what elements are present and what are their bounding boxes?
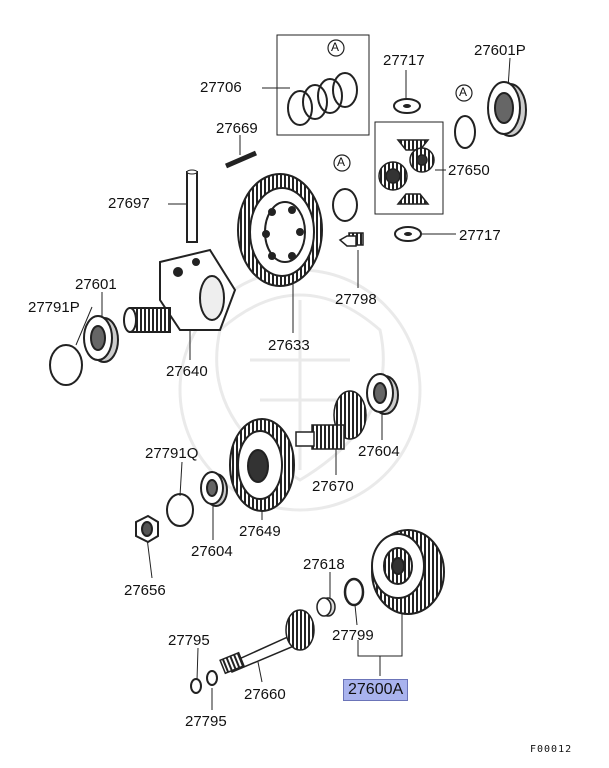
figure-code: F00012: [530, 744, 573, 755]
spacer-ring-part: [332, 188, 358, 222]
ring-gear-part: [237, 173, 323, 287]
bearing-part: [366, 373, 399, 415]
pin-part: [225, 150, 257, 169]
part-label-27649[interactable]: 27649: [239, 523, 281, 540]
part-label-27795[interactable]: 27795: [185, 713, 227, 730]
part-label-27717[interactable]: 27717: [459, 227, 501, 244]
driven-gear-part: [229, 418, 295, 512]
part-label-27697[interactable]: 27697: [108, 195, 150, 212]
bearing-part: [487, 81, 527, 137]
bearing-part: [200, 471, 228, 507]
part-label-27650[interactable]: 27650: [448, 162, 490, 179]
collar-part: [316, 597, 336, 617]
part-label-27706[interactable]: 27706: [200, 79, 242, 96]
drive-pinion-part: [295, 390, 367, 450]
ref-mark-a: [333, 154, 351, 172]
spacer-ring-part: [454, 115, 476, 149]
part-label-27795[interactable]: 27795: [168, 632, 210, 649]
part-label-27618[interactable]: 27618: [303, 556, 345, 573]
ref-mark-a-label: A: [331, 40, 340, 54]
part-label-27791p[interactable]: 27791P: [28, 299, 80, 316]
ref-mark-a: [327, 39, 345, 57]
part-label-27601[interactable]: 27601: [75, 276, 117, 293]
ref-mark-a-label: A: [459, 85, 468, 99]
part-label-27717[interactable]: 27717: [383, 52, 425, 69]
part-label-27798[interactable]: 27798: [335, 291, 377, 308]
part-label-27601p[interactable]: 27601P: [474, 42, 526, 59]
part-label-27640[interactable]: 27640: [166, 363, 208, 380]
shim-set-box: [276, 34, 370, 136]
pinion-shaft-part: [186, 169, 198, 243]
snap-ring-part: [343, 577, 365, 607]
ref-mark-a: [455, 84, 473, 102]
transfer-gear-assembly-part: [371, 529, 445, 615]
output-shaft-part: [219, 609, 315, 675]
part-label-27604[interactable]: 27604: [358, 443, 400, 460]
part-label-27791q[interactable]: 27791Q: [145, 445, 199, 462]
reference-marks: [327, 39, 473, 172]
circlip-part: [190, 678, 202, 694]
part-label-27600a-highlighted[interactable]: 27600A: [343, 679, 409, 701]
shim-part: [166, 493, 194, 527]
part-label-27660[interactable]: 27660: [244, 686, 286, 703]
part-label-27604[interactable]: 27604: [191, 543, 233, 560]
ref-mark-a-label: A: [337, 155, 346, 169]
lock-nut-part: [135, 514, 159, 544]
part-label-27656[interactable]: 27656: [124, 582, 166, 599]
bolt-part: [338, 232, 364, 247]
part-label-27633[interactable]: 27633: [268, 337, 310, 354]
circlip-part: [206, 670, 218, 686]
part-label-27799[interactable]: 27799: [332, 627, 374, 644]
differential-case-part: [123, 248, 237, 333]
part-label-27669[interactable]: 27669: [216, 120, 258, 137]
shim-stack-part: [287, 72, 358, 126]
pinion-set-box: [374, 121, 444, 215]
part-label-27670[interactable]: 27670: [312, 478, 354, 495]
bearing-part: [83, 315, 119, 363]
pinion-gears-part: [378, 139, 435, 205]
shim-part: [49, 344, 83, 386]
